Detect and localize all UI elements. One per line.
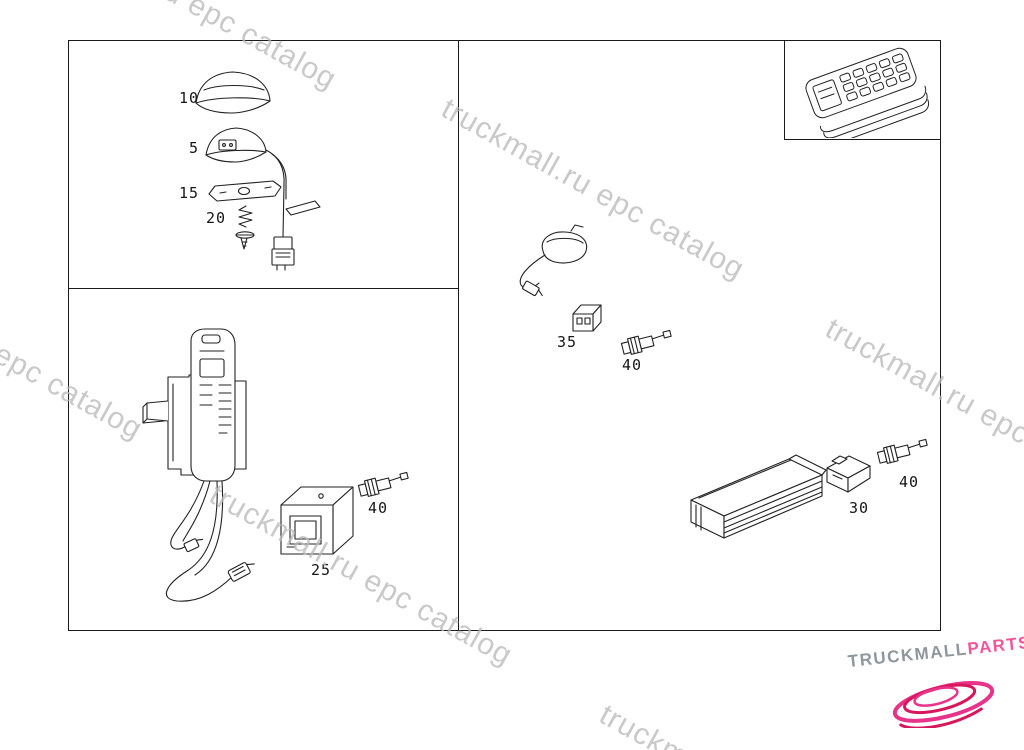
microphone-assembly: [519, 224, 588, 297]
part-label-15: 15: [179, 184, 200, 202]
part-15-base-plate: [208, 180, 282, 202]
part-label-30: 30: [849, 499, 870, 517]
panel-phone-inset: [784, 41, 940, 140]
part-label-35: 35: [557, 333, 578, 351]
part-label-5: 5: [189, 139, 200, 157]
part-5-cover: [205, 127, 267, 163]
module-assembly-drawing: [519, 224, 928, 539]
part-30-holder: [826, 455, 871, 493]
part-label-40-right: 40: [899, 473, 920, 491]
phone-body: [805, 47, 917, 119]
mobile-phone-drawing: [805, 47, 930, 138]
part-label-40-handset: 40: [368, 499, 389, 517]
handset-cords: [165, 480, 255, 602]
part-40-connector-handset: [357, 471, 409, 497]
logo-swirl-icon: [892, 681, 995, 728]
panel-handset-parts: 40 25: [68, 288, 459, 631]
logo-text: TRUCKMALLPARTS: [846, 632, 1024, 672]
part-label-10: 10: [179, 89, 200, 107]
handset-cradle: [142, 328, 247, 482]
part-35-plug: [572, 304, 602, 332]
antenna-cable: [265, 149, 321, 271]
part-label-40-mid: 40: [622, 356, 643, 374]
part-40-connector-mid: [620, 329, 672, 355]
part-label-20: 20: [206, 209, 227, 227]
handset-assembly-drawing: [142, 328, 409, 602]
panel-antenna-parts: 10 5 15 20: [68, 40, 459, 289]
panel-module-parts: 35 40 30 40: [458, 40, 941, 631]
part-label-25: 25: [311, 561, 332, 579]
antenna-assembly-drawing: [195, 71, 321, 271]
truckmall-logo: TRUCKMALLPARTS: [847, 633, 1024, 728]
part-25-coupling: [280, 486, 354, 555]
part-10-antenna-cover: [195, 71, 271, 114]
logo-text-truckmall: TRUCKMALL: [846, 639, 969, 671]
phone-stacked-covers: [819, 85, 930, 138]
transceiver-module: [690, 454, 827, 539]
logo-text-parts: PARTS: [966, 632, 1024, 659]
part-40-connector-right: [876, 438, 928, 464]
part-20-screw: [235, 205, 255, 250]
